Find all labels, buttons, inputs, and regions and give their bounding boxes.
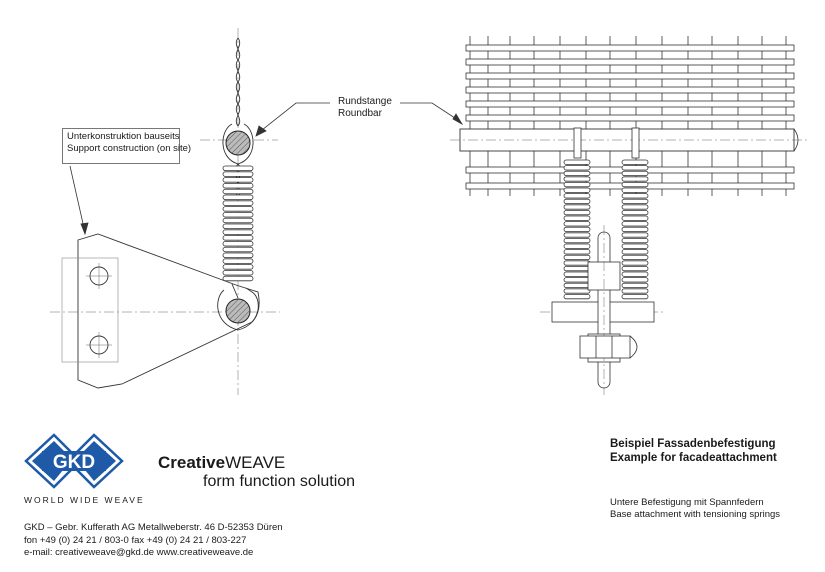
roundbar-lower-section [225, 298, 251, 324]
side-view [50, 28, 280, 395]
tension-spring-side [222, 165, 254, 282]
creativeweave-brand: CreativeWEAVE [158, 453, 285, 473]
drawing-title: Beispiel Fassadenbefestigung Example for… [610, 437, 777, 465]
support-label-en: Support construction (on site) [67, 143, 192, 154]
address-line-3: e-mail: creativeweave@gkd.de www.creativ… [24, 547, 254, 558]
roundbar-label-de: Rundstange [338, 96, 392, 107]
drawing-subtitle: Untere Befestigung mit Spannfedern Base … [610, 497, 780, 521]
subtitle-de: Untere Befestigung mit Spannfedern [610, 497, 764, 508]
address-line-1: GKD – Gebr. Kufferath AG Metallweberstr.… [24, 522, 283, 533]
company-address: GKD – Gebr. Kufferath AG Metallweberstr.… [24, 522, 283, 560]
support-label-de: Unterkonstruktion bauseits [67, 131, 180, 142]
roundbar-label: Rundstange Roundbar [338, 96, 392, 120]
address-line-2: fon +49 (0) 24 21 / 803-0 fax +49 (0) 24… [24, 534, 247, 546]
gkd-logo: GKD [24, 433, 124, 489]
title-de: Beispiel Fassadenbefestigung [610, 438, 776, 450]
leader-lines [69, 102, 464, 236]
brand-rest: WEAVE [225, 453, 286, 472]
support-construction-label: Unterkonstruktion bauseits Support const… [62, 128, 192, 164]
support-post [61, 257, 119, 363]
title-en: Example for facadeattachment [610, 452, 777, 464]
brand-bold: Creative [158, 453, 226, 472]
gkd-logo-text: GKD [53, 452, 95, 473]
roundbar-label-en: Roundbar [338, 108, 382, 119]
subtitle-en: Base attachment with tensioning springs [610, 509, 781, 520]
brand-tagline: form function solution [203, 473, 356, 490]
logo-tagline: WORLD WIDE WEAVE [24, 495, 145, 505]
roundbar-upper-section [225, 130, 251, 156]
bolt-nut [579, 335, 631, 359]
tension-springs-front [563, 159, 649, 300]
front-view [450, 36, 808, 395]
wire-rope [235, 37, 241, 127]
